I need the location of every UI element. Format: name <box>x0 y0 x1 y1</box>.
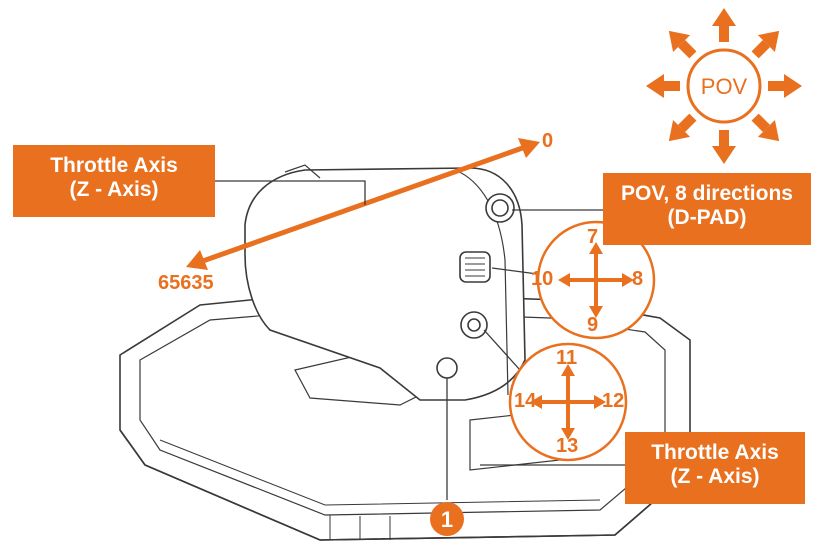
throttle-lever <box>244 164 526 401</box>
hat-2-up: 11 <box>556 347 578 369</box>
throttle-axis-label-bottom: Throttle Axis (Z - Axis) <box>625 432 805 504</box>
pov-label-line1: POV, 8 directions <box>621 182 793 205</box>
pov-label: POV, 8 directions (D-PAD) <box>603 173 811 245</box>
throttle-axis-label-bottom-line2: (Z - Axis) <box>670 465 760 489</box>
throttle-axis-label-top-line2: (Z - Axis) <box>69 178 159 202</box>
hat-switch-2-cross <box>540 374 596 430</box>
button-1-number: 1 <box>441 507 453 532</box>
hat-1-left: 10 <box>531 268 554 290</box>
throttle-axis-arrow <box>186 138 540 270</box>
leader-lines <box>215 180 625 500</box>
hat-1-up: 7 <box>587 226 599 248</box>
axis-min-value: 65635 <box>158 272 214 294</box>
pov-compass-arrows <box>646 8 802 164</box>
button-1-badge: 1 <box>430 502 464 536</box>
axis-arrowhead-down <box>186 250 208 270</box>
pov-compass-label: POV <box>701 74 748 99</box>
throttle-axis-label-top-line1: Throttle Axis <box>50 154 178 177</box>
axis-arrowhead-up <box>518 138 540 158</box>
hat-2-left: 14 <box>514 390 537 412</box>
throttle-axis-label-bottom-line1: Throttle Axis <box>651 441 779 464</box>
hat-2-down: 13 <box>556 435 579 457</box>
hat-2-right: 12 <box>602 390 625 412</box>
pov-compass: POV <box>646 8 802 164</box>
axis-max-value: 0 <box>542 130 554 152</box>
hat-switch-2 <box>508 342 628 462</box>
throttle-axis-label-top: Throttle Axis (Z - Axis) <box>13 145 215 217</box>
pov-label-line2: (D-PAD) <box>667 206 747 230</box>
hat-1-down: 9 <box>587 314 599 336</box>
pov-compass-ring <box>686 48 762 124</box>
hat-1-right: 8 <box>632 268 644 290</box>
hat-switch-1-cross <box>568 252 624 308</box>
hat-switch-1 <box>536 220 656 340</box>
